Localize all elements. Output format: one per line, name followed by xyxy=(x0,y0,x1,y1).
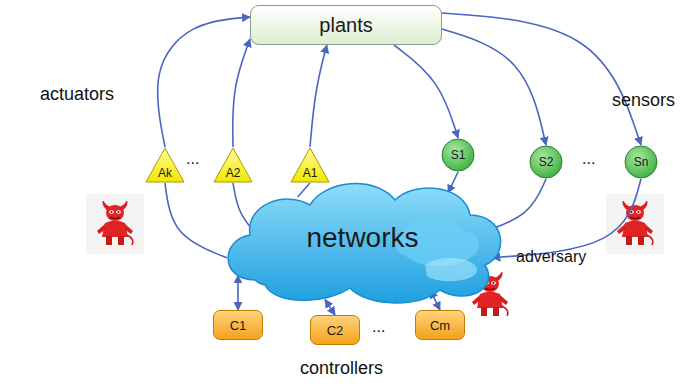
group-label: sensors xyxy=(612,90,675,111)
controller-box: Cm xyxy=(415,310,465,340)
connector xyxy=(158,17,250,147)
circle-shape xyxy=(530,146,562,178)
triangle-shape xyxy=(146,148,184,182)
actuator-triangle: Ak xyxy=(145,147,185,183)
actuator-triangle: A2 xyxy=(213,147,253,183)
node-label: C1 xyxy=(230,318,247,333)
network-cloud: networks xyxy=(215,170,510,305)
connector xyxy=(325,300,335,315)
controller-box: C2 xyxy=(310,315,360,345)
ellipsis-label: ... xyxy=(372,318,385,336)
devil-backdrop xyxy=(606,194,664,254)
node-label: plants xyxy=(319,14,372,37)
cloud-highlight xyxy=(425,258,477,281)
sensor-circle: S2 xyxy=(529,145,563,179)
actuator-triangle: A1 xyxy=(290,147,330,183)
plant-box: plants xyxy=(250,5,442,45)
group-label: actuators xyxy=(40,84,114,105)
connector xyxy=(165,183,227,258)
connector xyxy=(442,29,546,145)
connector xyxy=(486,179,546,231)
sensor-circle: Sn xyxy=(624,145,658,179)
triangle-shape xyxy=(291,148,329,182)
node-label: S1 xyxy=(451,148,466,162)
devil-backdrop xyxy=(86,194,144,254)
connector xyxy=(492,179,641,258)
group-label: controllers xyxy=(300,358,383,379)
ellipsis-label: ... xyxy=(186,150,199,168)
circle-shape xyxy=(625,146,657,178)
circle-shape xyxy=(442,139,474,171)
sensor-circle: S1 xyxy=(441,138,475,172)
node-label: Cm xyxy=(430,318,450,333)
node-label: Ak xyxy=(158,166,172,180)
node-label: Sn xyxy=(634,155,649,169)
connector xyxy=(442,13,641,145)
connector xyxy=(394,45,458,138)
group-label: adversary xyxy=(516,248,586,266)
connector xyxy=(237,275,239,310)
connector xyxy=(448,172,458,193)
connector xyxy=(310,45,327,147)
node-label: C2 xyxy=(327,323,344,338)
connector xyxy=(233,39,250,147)
adversary-devil xyxy=(97,200,133,245)
node-label: A1 xyxy=(303,166,318,180)
node-label: S2 xyxy=(539,155,554,169)
controller-box: C1 xyxy=(213,310,263,340)
node-label: A2 xyxy=(226,166,241,180)
connector xyxy=(298,183,310,197)
triangle-shape xyxy=(214,148,252,182)
node-label: networks xyxy=(306,222,418,254)
cloud-shape xyxy=(228,184,501,303)
ellipsis-label: ... xyxy=(582,150,595,168)
